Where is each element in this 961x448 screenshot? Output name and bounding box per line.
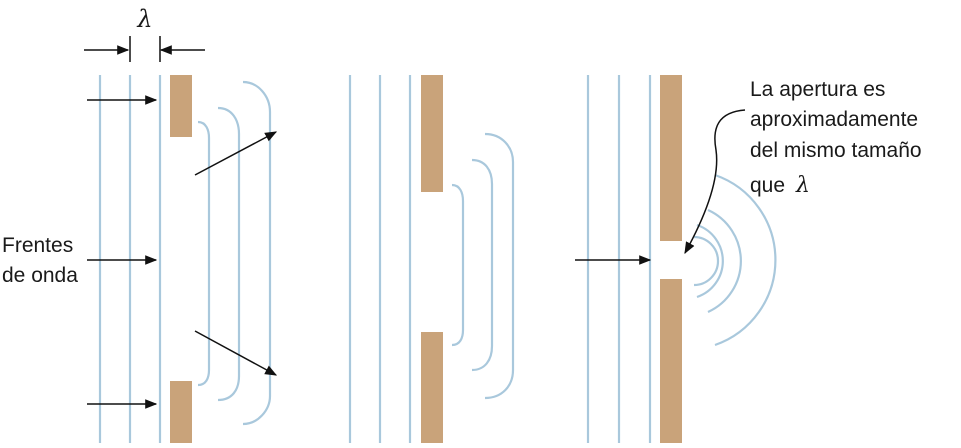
aperture-label-line1: La apertura es [750, 78, 885, 101]
diffracted-wavefront-4 [714, 173, 777, 347]
aperture-pointer-arrow [684, 109, 746, 255]
diffracted-wavefront-1 [693, 235, 720, 287]
wavefronts-label-line1: Frentes [2, 234, 73, 257]
diffracted-wavefront-2 [696, 223, 724, 299]
barrier-top [421, 75, 443, 192]
panel-wide-aperture: λ Frentes de onda [2, 5, 278, 443]
aperture-label-lambda: λ [795, 173, 810, 198]
aperture-label-line4: que [750, 174, 785, 197]
panel-medium-aperture [348, 75, 515, 443]
panel-narrow-aperture: La apertura es aproximadamente del mismo… [575, 75, 922, 443]
diffracted-wavefront-3 [707, 208, 742, 314]
barrier-bottom [421, 332, 443, 443]
outgoing-arrow-down [194, 330, 278, 376]
diffracted-wavefront-3 [242, 80, 272, 426]
diffracted-wavefront-2 [471, 158, 494, 372]
diffracted-wavefront-2 [217, 106, 241, 402]
wavelength-symbol: λ [136, 5, 152, 33]
diffracted-wavefront-3 [484, 132, 515, 400]
diffracted-wavefront-1 [451, 183, 465, 347]
outgoing-arrow-up [194, 131, 278, 176]
barrier-top [660, 75, 682, 241]
diffracted-wavefront-1 [197, 120, 211, 387]
aperture-label-line3: del mismo tamaño [750, 139, 922, 162]
barrier-top [170, 75, 192, 137]
wavefronts-label-line2: de onda [2, 264, 78, 287]
barrier-bottom [660, 279, 682, 443]
barrier-bottom [170, 381, 192, 443]
aperture-label-line2: aproximadamente [750, 108, 918, 131]
